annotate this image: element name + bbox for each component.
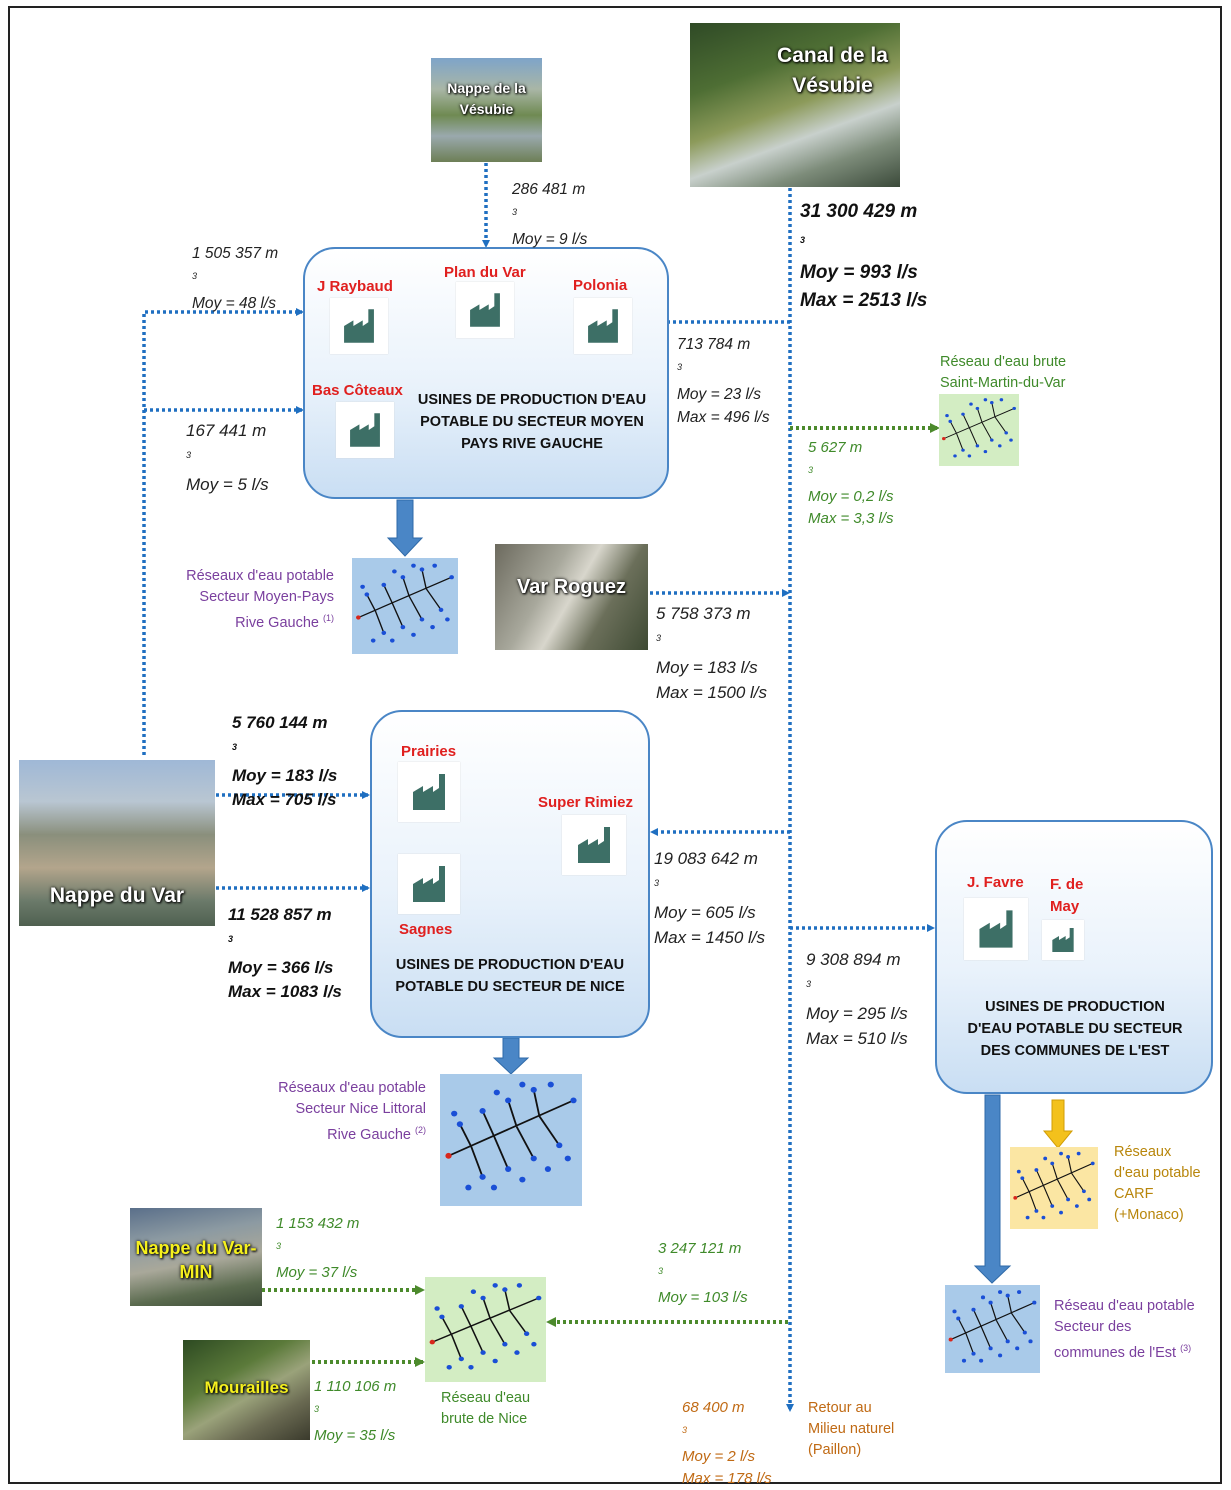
label-potable-moyen-pays: Réseaux d'eau potable Secteur Moyen-Pays… xyxy=(186,568,334,631)
network-potable-nice xyxy=(440,1074,582,1206)
photo-mourailles: Mourailles xyxy=(183,1340,310,1440)
label-potable-est: Réseau d'eau potable Secteur des commune… xyxy=(1054,1298,1195,1361)
arrow-carf xyxy=(1042,1099,1074,1149)
flow-var-trunk xyxy=(142,308,304,755)
source-mourailles-label: Mourailles xyxy=(204,1378,289,1397)
plant-name-j-raybaud: J Raybaud xyxy=(317,278,393,295)
photo-nappe-var: Nappe du Var xyxy=(19,760,215,926)
arrow-est-network xyxy=(973,1094,1012,1284)
plant-name-prairies: Prairies xyxy=(401,743,457,760)
factory-icon xyxy=(1042,920,1084,960)
factory-icon xyxy=(330,298,388,354)
label-potable-nice: Réseaux d'eau potable Secteur Nice Litto… xyxy=(278,1080,426,1143)
network-carf xyxy=(1010,1147,1098,1229)
plant-name-sagnes: Sagnes xyxy=(399,921,453,938)
label-brute-smdv: Réseau d'eau brute Saint-Martin-du-Var xyxy=(940,354,1067,391)
plant-name-j-favre: J. Favre xyxy=(967,874,1024,891)
factory-icon xyxy=(574,298,632,354)
plant-name-bas-coteaux: Bas Côteaux xyxy=(312,382,403,399)
network-brute-smdv xyxy=(939,394,1019,466)
source-nappe-vesubie-label: Nappe de la Vésubie xyxy=(447,80,526,117)
factory-icon xyxy=(398,762,460,822)
label-retour: Retour au Milieu naturel (Paillon) xyxy=(808,1400,895,1458)
network-brute-nice xyxy=(425,1277,546,1382)
photo-var-roguez: Var Roguez xyxy=(495,544,648,650)
diagram-frame xyxy=(8,6,1222,1484)
source-canal-vesubie-label: Canal de la Vésubie xyxy=(777,44,888,97)
plant-name-polonia: Polonia xyxy=(573,277,628,294)
photo-nappe-var-min: Nappe du Var-MIN xyxy=(130,1208,262,1306)
plant-title-moyen-pays: USINES DE PRODUCTION D'EAU POTABLE DU SE… xyxy=(417,392,647,452)
label-brute-nice: Réseau d'eau brute de Nice xyxy=(441,1390,531,1427)
source-nappe-var-min-label: Nappe du Var-MIN xyxy=(135,1238,257,1282)
network-potable-moyen-pays xyxy=(352,558,458,654)
factory-icon xyxy=(336,402,394,458)
plant-title-nice: USINES DE PRODUCTION D'EAU POTABLE DU SE… xyxy=(395,957,625,995)
plant-name-plan-du-var: Plan du Var xyxy=(444,264,526,281)
factory-icon xyxy=(456,282,514,338)
label-carf: Réseaux d'eau potable CARF (+Monaco) xyxy=(1114,1144,1201,1223)
factory-icon xyxy=(562,815,626,875)
plant-title-est: USINES DE PRODUCTION D'EAU POTABLE DU SE… xyxy=(967,999,1183,1059)
photo-nappe-vesubie: Nappe de la Vésubie xyxy=(431,58,542,162)
source-var-roguez-label: Var Roguez xyxy=(517,576,626,598)
photo-canal-vesubie: Canal de la Vésubie xyxy=(690,23,900,187)
factory-icon xyxy=(964,898,1028,960)
source-nappe-var-label: Nappe du Var xyxy=(49,884,185,907)
arrow-mp-network xyxy=(386,499,424,557)
network-potable-est xyxy=(945,1285,1040,1373)
factory-icon xyxy=(398,854,460,914)
plant-name-super-rimiez: Super Rimiez xyxy=(538,794,634,811)
arrow-nice-network xyxy=(492,1037,530,1075)
plant-name-f-de-may: F. de May xyxy=(1050,876,1084,915)
